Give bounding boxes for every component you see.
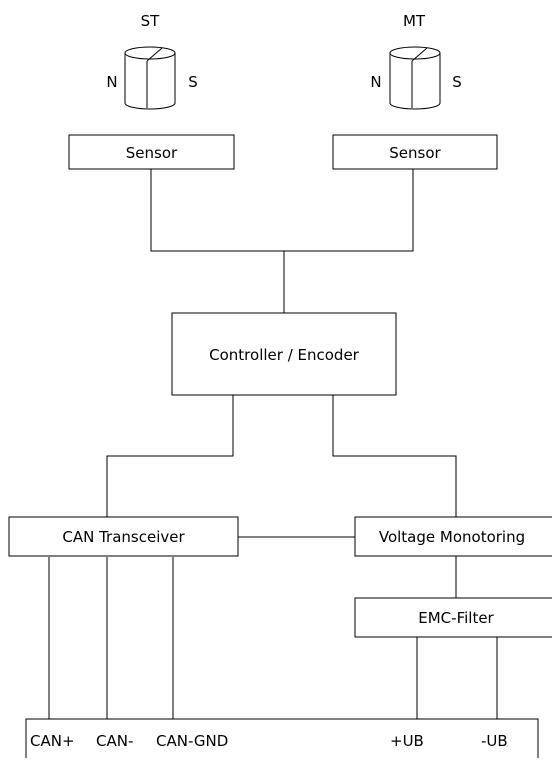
controller-encoder-block: Controller / Encoder xyxy=(171,312,397,396)
can-transceiver-label: CAN Transceiver xyxy=(62,528,185,546)
magnet-mt-cylinder-icon xyxy=(389,46,441,110)
voltage-monitoring-block: Voltage Monotoring xyxy=(354,516,552,557)
can-transceiver-block: CAN Transceiver xyxy=(8,516,239,557)
connections xyxy=(48,169,498,719)
sensor-left-block: Sensor xyxy=(68,134,235,170)
magnet-mt-north-label: N xyxy=(370,73,381,91)
terminal-connector: CAN+ CAN- CAN-GND +UB -UB xyxy=(25,718,539,758)
voltage-monitoring-label: Voltage Monotoring xyxy=(379,528,525,546)
magnet-st: ST N S xyxy=(106,12,198,110)
emc-filter-label: EMC-Filter xyxy=(418,609,494,627)
controller-encoder-label: Controller / Encoder xyxy=(209,346,360,364)
sensor-right-block: Sensor xyxy=(332,134,498,170)
magnet-mt-south-label: S xyxy=(452,73,462,91)
emc-filter-block: EMC-Filter xyxy=(354,597,552,638)
terminal-can-gnd: CAN-GND xyxy=(156,732,228,750)
magnet-st-south-label: S xyxy=(188,73,198,91)
magnet-st-cylinder-icon xyxy=(124,46,176,110)
magnet-mt: MT N S xyxy=(370,12,462,110)
magnet-st-north-label: N xyxy=(106,73,117,91)
terminal-ub-plus: +UB xyxy=(390,732,424,750)
magnet-mt-title: MT xyxy=(403,12,426,30)
sensor-right-label: Sensor xyxy=(389,144,441,162)
magnet-st-title: ST xyxy=(141,12,161,30)
sensor-left-label: Sensor xyxy=(126,144,178,162)
terminal-can-plus: CAN+ xyxy=(30,732,75,750)
terminal-ub-minus: -UB xyxy=(481,732,508,750)
terminal-can-minus: CAN- xyxy=(96,732,133,750)
